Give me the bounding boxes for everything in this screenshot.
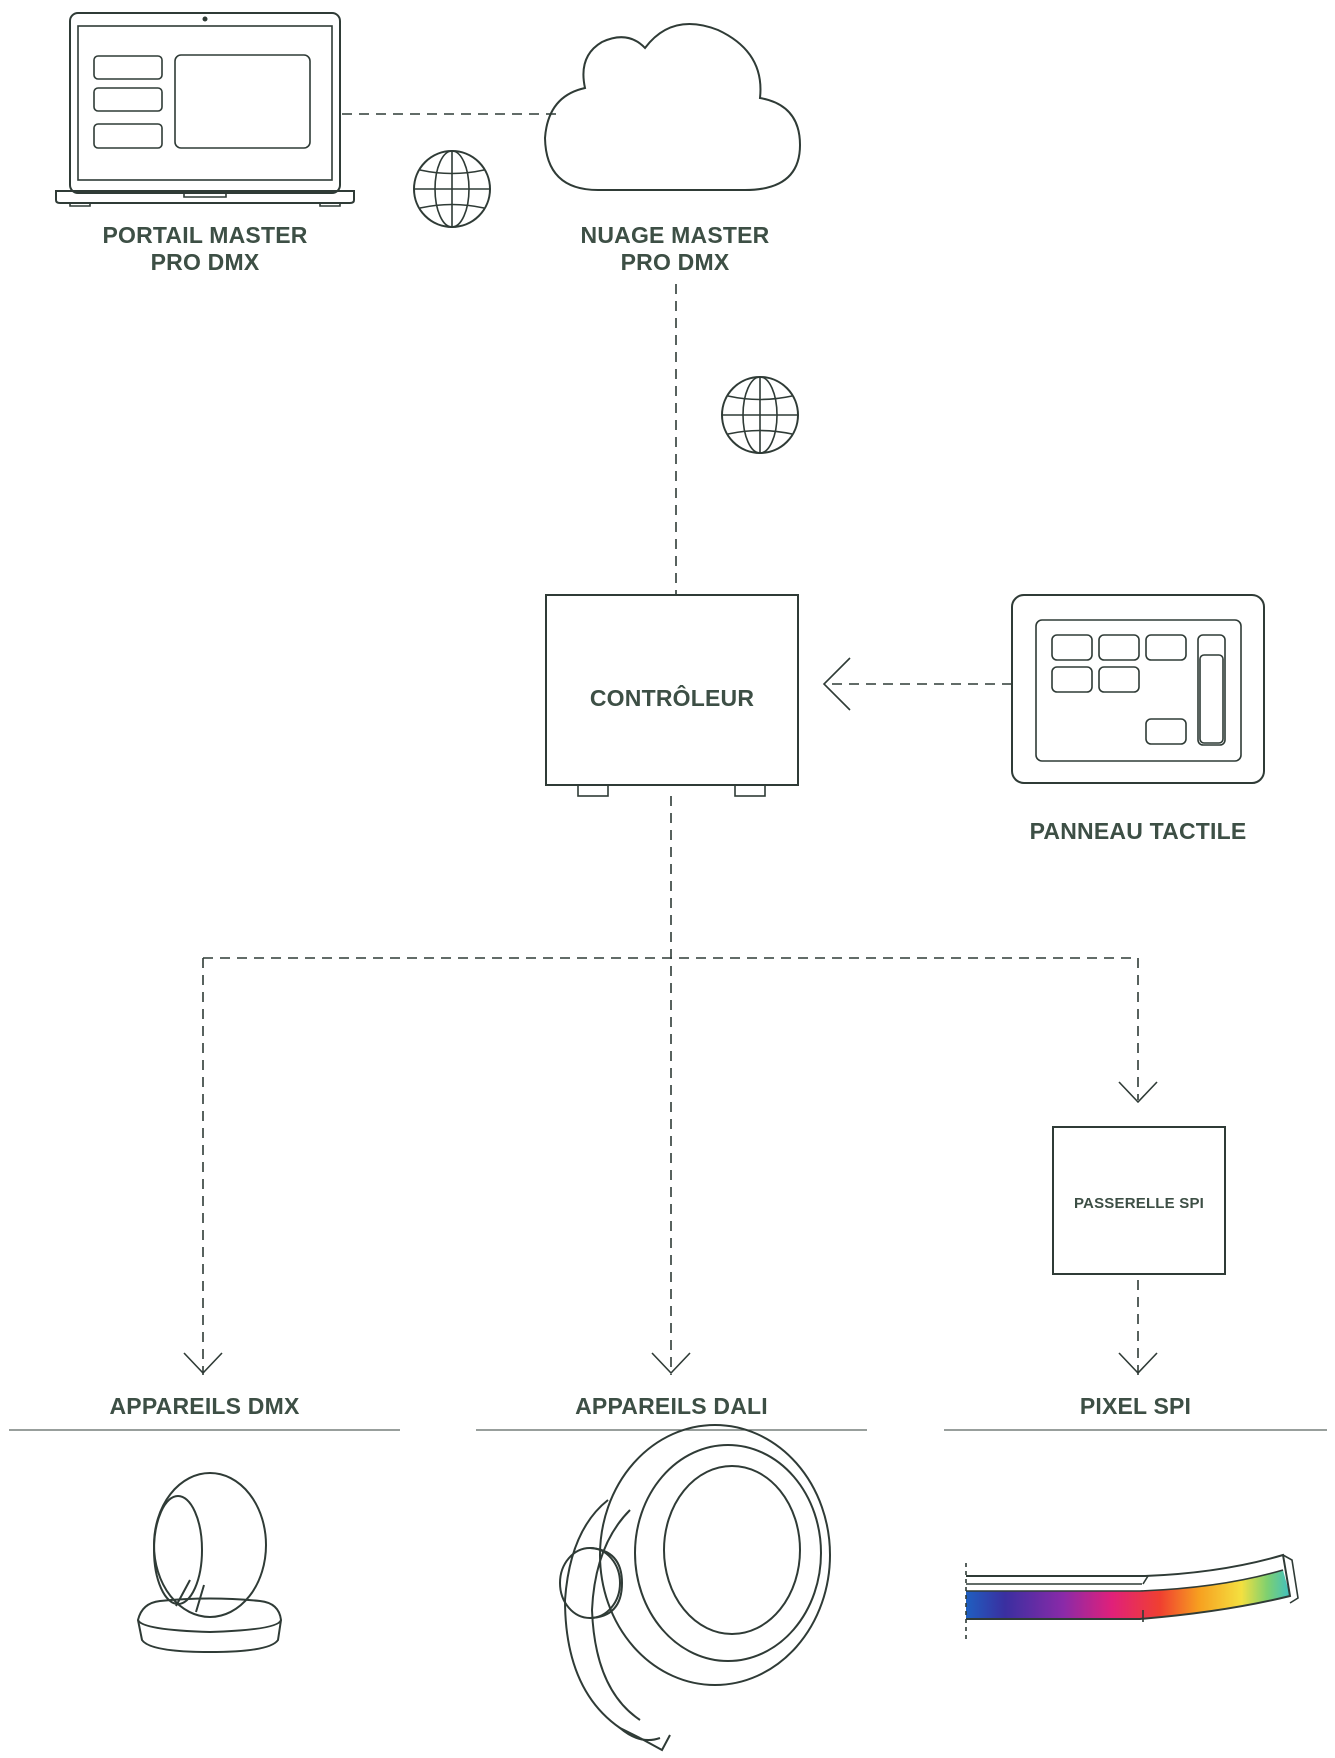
- portal-label: PORTAIL MASTER PRO DMX: [85, 222, 325, 276]
- globe-icon: [721, 376, 799, 454]
- dali-devices-label: APPAREILS DALI: [575, 1393, 768, 1419]
- pixel-spi-label: PIXEL SPI: [1079, 1393, 1192, 1419]
- arrow-panel-to-controller: [822, 657, 1012, 711]
- laptop-icon: [55, 12, 355, 207]
- distribution-lines: [202, 796, 1139, 1375]
- arrowheads: [183, 1081, 1158, 1375]
- touch-panel-icon: [1011, 594, 1265, 784]
- moving-head-icon: [136, 1472, 283, 1654]
- touch-panel-label: PANNEAU TACTILE: [1029, 818, 1247, 844]
- cloud-label: NUAGE MASTER PRO DMX: [555, 222, 795, 276]
- portal-label-line1: PORTAIL MASTER: [102, 222, 308, 248]
- cloud-icon: [543, 23, 802, 191]
- cloud-label-line2: PRO DMX: [620, 249, 730, 275]
- spi-gateway-box: [1052, 1126, 1226, 1275]
- globe-icon: [413, 150, 491, 228]
- dmx-devices-label: APPAREILS DMX: [109, 1393, 300, 1419]
- led-strip-icon: [965, 1553, 1299, 1640]
- floodlight-icon: [559, 1424, 831, 1752]
- controller-label: CONTRÔLEUR: [589, 685, 755, 711]
- portal-label-line2: PRO DMX: [150, 249, 260, 275]
- controller-box: [545, 594, 799, 797]
- cloud-label-line1: NUAGE MASTER: [580, 222, 770, 248]
- spi-gateway-label: PASSERELLE SPI: [1073, 1195, 1205, 1212]
